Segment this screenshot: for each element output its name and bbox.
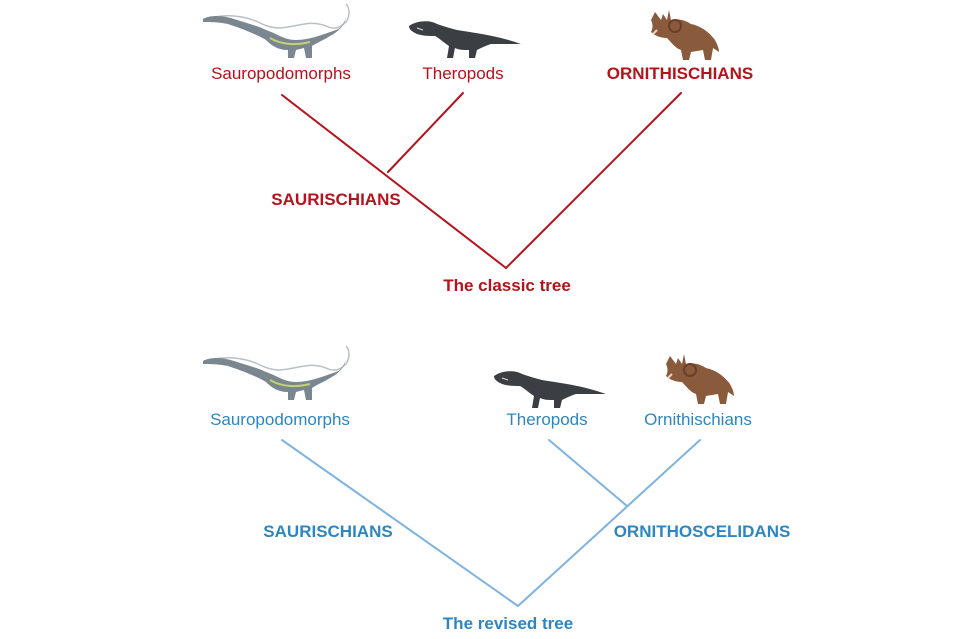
revised-clade-ornithoscelidans: ORNITHOSCELIDANS [613,522,791,541]
revised-leaf-sauropodomorphs: Sauropodomorphs [210,410,350,429]
revised-leaf-theropods: Theropods [506,410,588,429]
revised-tree-branches [281,439,701,607]
revised-leaf-ornithischians: Ornithischians [644,410,752,429]
revised-branch-sauropodomorphs [281,439,519,607]
classic-leaf-theropods: Theropods [422,64,504,83]
ceratopsian-icon [651,10,719,60]
classic-tree-title: The classic tree [443,276,571,295]
classic-clade-saurischians: SAURISCHIANS [271,190,401,209]
classic-leaf-ornithischians: ORNITHISCHIANS [606,64,754,83]
classic-tree-branches [281,92,682,269]
classic-branch-ornithischians [505,92,682,269]
classic-leaf-sauropodomorphs: Sauropodomorphs [211,64,351,83]
classic-branch-sauropodomorphs [281,94,507,269]
theropod-icon [409,21,521,58]
theropod-icon [494,371,606,408]
classic-branch-theropods [387,92,464,173]
ceratopsian-icon [666,354,734,404]
revised-branch-theropods [548,439,628,507]
sauropod-icon [202,3,350,58]
revised-tree-title: The revised tree [442,614,574,633]
revised-branch-ornithischians [517,439,701,607]
sauropod-icon [202,345,350,400]
revised-clade-saurischians: SAURISCHIANS [263,522,393,541]
